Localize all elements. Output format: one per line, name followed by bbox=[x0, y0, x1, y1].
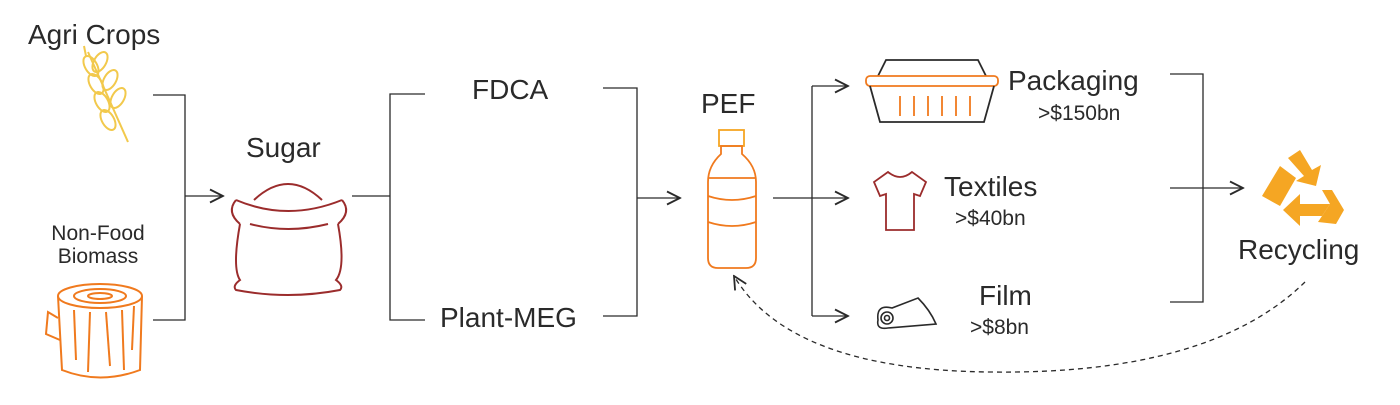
recycle-return-arrow bbox=[734, 276, 1306, 373]
film-value: >$8bn bbox=[970, 316, 1029, 339]
pef-label: PEF bbox=[701, 88, 756, 119]
film-label: Film bbox=[979, 280, 1032, 311]
textiles-label: Textiles bbox=[944, 171, 1038, 202]
sugar-sack-icon bbox=[230, 183, 348, 296]
packaging-label: Packaging bbox=[1008, 65, 1139, 96]
connector-sugar-to-intermediates bbox=[352, 93, 425, 321]
connector-pef-to-applications bbox=[773, 86, 848, 316]
wood-log-icon bbox=[44, 283, 143, 379]
non-food-biomass-label: Non-Food Biomass bbox=[36, 222, 160, 268]
food-container-icon bbox=[865, 59, 999, 123]
recycle-icon bbox=[1262, 150, 1344, 226]
connector-sources-to-sugar bbox=[153, 94, 223, 321]
agri-crops-label: Agri Crops bbox=[28, 19, 161, 50]
wheat-icon bbox=[82, 45, 129, 143]
biomass-line-1: Non-Food bbox=[51, 222, 145, 245]
tshirt-icon bbox=[872, 170, 928, 231]
sugar-label: Sugar bbox=[246, 132, 321, 163]
film-roll-icon bbox=[876, 297, 938, 330]
textiles-value: >$40bn bbox=[955, 207, 1026, 230]
fdca-label: FDCA bbox=[472, 74, 549, 105]
connector-applications-to-recycling bbox=[1170, 73, 1243, 303]
bottle-icon bbox=[707, 129, 757, 269]
recycling-label: Recycling bbox=[1238, 234, 1360, 265]
plant-meg-label: Plant-MEG bbox=[440, 302, 577, 333]
connector-intermediates-to-pef bbox=[603, 87, 680, 317]
packaging-value: >$150bn bbox=[1038, 102, 1121, 125]
biomass-line-2: Biomass bbox=[57, 245, 139, 269]
